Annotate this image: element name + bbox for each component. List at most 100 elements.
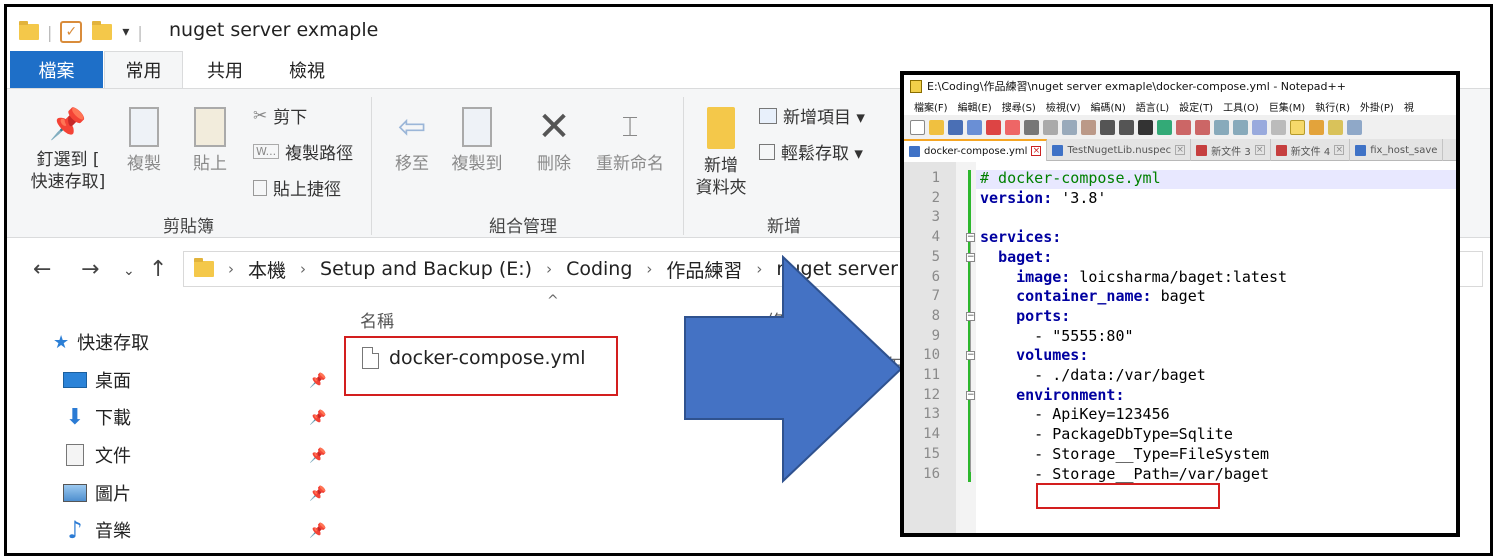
code-line[interactable]: 15 - Storage__Type=FileSystem	[904, 445, 1456, 465]
menu-search[interactable]: 搜尋(S)	[1001, 102, 1036, 114]
fold-toggle-icon[interactable]: −	[966, 232, 975, 243]
breadcrumb-item[interactable]: 本機	[248, 259, 287, 282]
copy-path-button[interactable]: W... 複製路徑	[253, 139, 353, 164]
function-list-icon[interactable]	[1347, 119, 1362, 135]
paste-icon[interactable]	[1081, 119, 1096, 135]
code-line[interactable]: 11 - ./data:/var/baget	[904, 366, 1456, 386]
sync-v-icon[interactable]	[1214, 119, 1229, 135]
pin-icon[interactable]: 📌	[309, 486, 327, 502]
code-line[interactable]: 13 - ApiKey=123456	[904, 405, 1456, 425]
tab-view[interactable]: 檢視	[289, 60, 325, 82]
redo-icon[interactable]	[1119, 119, 1134, 135]
close-tab-icon[interactable]: ×	[1031, 145, 1042, 156]
fold-toggle-icon[interactable]: −	[966, 310, 975, 321]
copy-to-button[interactable]: 複製到	[447, 107, 507, 175]
code-line[interactable]: 9 - "5555:80"	[904, 327, 1456, 347]
code-line[interactable]: 6 image: loicsharma/baget:latest	[904, 268, 1456, 288]
delete-button[interactable]: ✕ 刪除	[529, 107, 579, 175]
pin-quick-access-button[interactable]: 📌 釘選到 [ 快速存取]	[21, 107, 115, 193]
save-icon[interactable]	[948, 119, 963, 135]
menu-macro[interactable]: 巨集(M)	[1268, 102, 1306, 114]
recent-locations-icon[interactable]: ⌄	[123, 263, 135, 279]
new-item-button[interactable]: 新增項目 ▾	[759, 103, 865, 128]
code-line[interactable]: 4−services:	[904, 228, 1456, 248]
breadcrumb-item[interactable]: Setup and Backup (E:)	[320, 258, 533, 280]
nav-item-documents[interactable]: 文件	[63, 440, 131, 470]
menu-plugins[interactable]: 外掛(P)	[1359, 102, 1394, 114]
pin-icon[interactable]: 📌	[309, 373, 327, 389]
close-tab-icon[interactable]: ×	[1254, 144, 1265, 155]
zoom-out-icon[interactable]	[1195, 119, 1210, 135]
pin-icon[interactable]: 📌	[309, 410, 327, 426]
tab-share[interactable]: 共用	[207, 60, 243, 82]
open-file-icon[interactable]	[929, 119, 944, 135]
fold-toggle-icon[interactable]: −	[966, 350, 975, 361]
nav-item-pictures[interactable]: 圖片	[63, 478, 131, 508]
file-row[interactable]: docker-compose.yml	[362, 347, 586, 369]
nav-item-music[interactable]: ♪ 音樂	[63, 515, 131, 545]
nav-item-downloads[interactable]: ⬇ 下載	[63, 402, 131, 432]
column-header-name[interactable]: 名稱	[360, 312, 394, 332]
replace-icon[interactable]	[1157, 119, 1172, 135]
find-icon[interactable]	[1138, 119, 1153, 135]
menu-file[interactable]: 檔案(F)	[914, 102, 948, 114]
cut-icon[interactable]	[1043, 119, 1058, 135]
word-wrap-icon[interactable]	[1252, 119, 1267, 135]
code-line[interactable]: 10− volumes:	[904, 346, 1456, 366]
close-file-icon[interactable]	[986, 119, 1001, 135]
fold-toggle-icon[interactable]: −	[966, 389, 975, 400]
menu-edit[interactable]: 編輯(E)	[957, 102, 992, 114]
paste-shortcut-button[interactable]: 貼上捷徑	[253, 175, 341, 200]
tab-fix-host-save[interactable]: fix_host_save	[1350, 139, 1444, 161]
show-all-chars-icon[interactable]	[1271, 119, 1286, 135]
tab-file[interactable]: 檔案	[10, 51, 103, 88]
new-folder-button[interactable]: 新增 資料夾	[691, 107, 751, 199]
tab-new-3[interactable]: 新文件 3 ×	[1191, 139, 1271, 161]
pin-icon[interactable]: 📌	[309, 523, 327, 539]
breadcrumb-item[interactable]: Coding	[566, 258, 633, 280]
pin-icon[interactable]: 📌	[309, 448, 327, 464]
menu-window-partial[interactable]: 視	[1403, 102, 1414, 114]
new-folder-quick-icon[interactable]	[92, 21, 113, 40]
cut-button[interactable]: ✂ 剪下	[253, 103, 307, 129]
udl-icon[interactable]	[1309, 119, 1324, 135]
close-tab-icon[interactable]: ×	[1334, 144, 1345, 155]
tab-home[interactable]: 常用	[104, 51, 183, 88]
sync-h-icon[interactable]	[1233, 119, 1248, 135]
menu-settings[interactable]: 設定(T)	[1179, 102, 1214, 114]
code-line[interactable]: 14 - PackageDbType=Sqlite	[904, 425, 1456, 445]
doc-map-icon[interactable]	[1328, 119, 1343, 135]
print-icon[interactable]	[1024, 119, 1039, 135]
menu-tools[interactable]: 工具(O)	[1223, 102, 1259, 114]
new-file-icon[interactable]	[910, 119, 925, 135]
tab-docker-compose[interactable]: docker-compose.yml ×	[904, 139, 1048, 161]
tab-new-4[interactable]: 新文件 4 ×	[1271, 139, 1351, 161]
tab-testnugetlib[interactable]: TestNugetLib.nuspec ×	[1047, 139, 1192, 161]
breadcrumb-item[interactable]: 作品練習	[666, 259, 743, 282]
copy-button[interactable]: 複製	[119, 107, 169, 175]
code-line[interactable]: 1# docker-compose.yml	[904, 169, 1456, 189]
menu-encoding[interactable]: 編碼(N)	[1090, 102, 1126, 114]
code-line[interactable]: 16 - Storage__Path=/var/baget	[904, 465, 1456, 485]
copy-icon[interactable]	[1062, 119, 1077, 135]
close-tab-icon[interactable]: ×	[1175, 144, 1186, 155]
fold-toggle-icon[interactable]: −	[966, 251, 975, 262]
back-arrow-icon[interactable]: ←	[33, 257, 52, 282]
properties-check-icon[interactable]: ✓	[60, 21, 83, 43]
undo-icon[interactable]	[1100, 119, 1115, 135]
forward-arrow-icon[interactable]: →	[81, 257, 100, 282]
nav-quick-access[interactable]: ★ 快速存取	[53, 327, 149, 357]
zoom-in-icon[interactable]	[1176, 119, 1191, 135]
paste-button[interactable]: 貼上	[185, 107, 235, 175]
code-line[interactable]: 7 container_name: baget	[904, 287, 1456, 307]
code-line[interactable]: 5− baget:	[904, 248, 1456, 268]
easy-access-button[interactable]: 輕鬆存取 ▾	[759, 139, 863, 164]
up-arrow-icon[interactable]: ↑	[149, 257, 168, 282]
nav-item-desktop[interactable]: 桌面	[63, 365, 131, 395]
menu-run[interactable]: 執行(R)	[1315, 102, 1350, 114]
rename-button[interactable]: ⌶ 重新命名	[591, 107, 669, 175]
save-all-icon[interactable]	[967, 119, 982, 135]
close-all-icon[interactable]	[1005, 119, 1020, 135]
code-line[interactable]: 3	[904, 208, 1456, 228]
